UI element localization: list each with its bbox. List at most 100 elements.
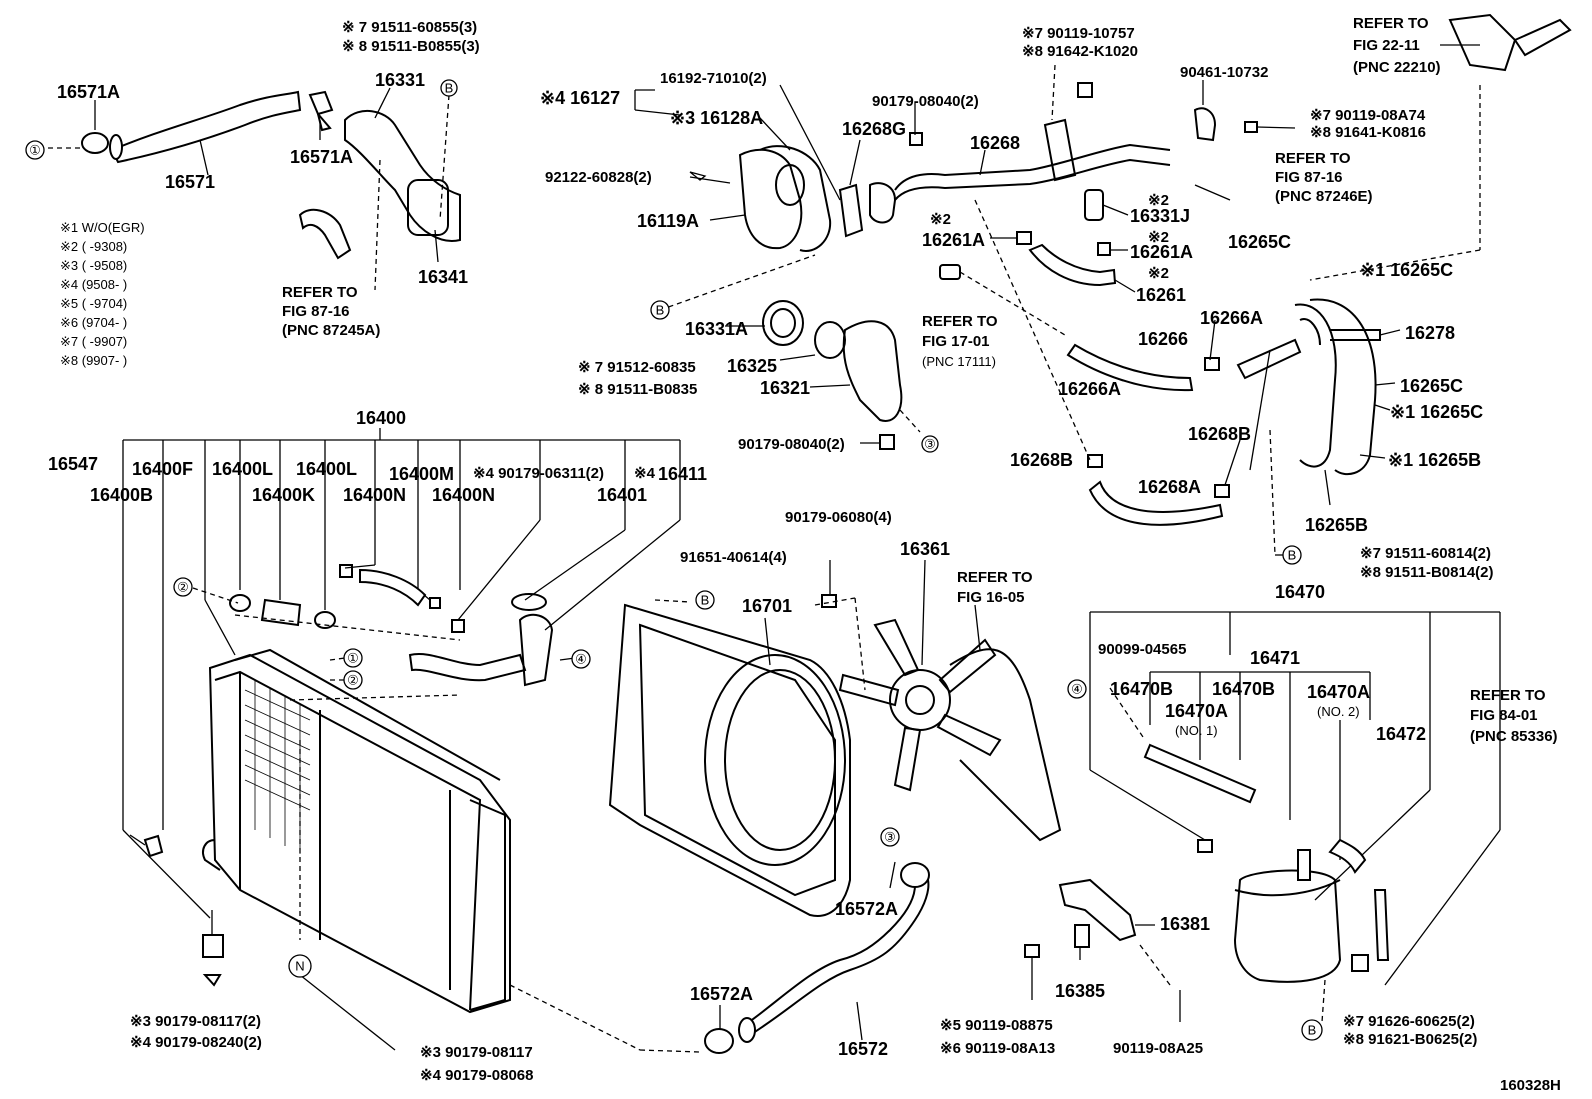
label-16331j: 16331J [1130,206,1190,226]
callout-b-right: B [1288,548,1297,563]
label-16400l-b: 16400L [296,459,357,479]
label-16331: 16331 [375,70,425,90]
label-16361: 16361 [900,539,950,559]
label-16400n-b: 16400N [432,485,495,505]
radiator-assembly-16400 [122,428,701,1053]
refer-22-11-3: (PNC 22210) [1353,59,1441,76]
label-91642-k1020: ※8 91642-K1020 [1022,43,1138,60]
label-16400b: 16400B [90,485,153,505]
label-90119-08a25: 90119-08A25 [1113,1040,1203,1057]
label-16571a-b: 16571A [290,147,353,167]
label-16470b-a: 16470B [1110,679,1173,699]
label-91626-60625: ※7 91626-60625(2) [1343,1013,1475,1030]
fan-shroud-16701 [608,560,866,917]
label-16261a-a: 16261A [922,230,985,250]
reservoir-tank-16470 [1089,611,1501,1023]
label-16192-71010: 16192-71010(2) [660,70,767,87]
label-16400: 16400 [356,408,406,428]
label-x2-c: ※2 [1148,265,1169,282]
label-16321: 16321 [760,378,810,398]
label-90179-08068: ※4 90179-08068 [420,1067,534,1084]
label-16701: 16701 [742,596,792,616]
label-16128a: ※3 16128A [670,108,763,128]
refer-17-01-2: FIG 17-01 [922,333,990,350]
egr-hose-group [939,13,1572,336]
label-16381: 16381 [1160,914,1210,934]
refer-22-11-1: REFER TO [1353,15,1429,32]
refer-87-16b-3: (PNC 87245A) [282,322,380,339]
hose-clamp-16572a [704,1028,734,1054]
callout-b-top: B [445,81,454,96]
label-92122-60828: 92122-60828(2) [545,169,652,186]
label-16268g: 16268G [842,119,906,139]
label-90179-08240: ※4 90179-08240(2) [130,1034,262,1051]
label-16571a: 16571A [57,82,120,102]
label-90179-08040-a: 90179-08040(2) [872,93,979,110]
refer-84-01-2: FIG 84-01 [1470,707,1538,724]
upper-radiator-hose [48,90,302,176]
label-91621-b0625: ※8 91621-B0625(2) [1343,1031,1477,1048]
refer-17-01-3: (PNC 17111) [922,354,996,369]
bracket-16381 [1024,878,1181,1022]
refer-87-16a-3: (PNC 87246E) [1275,188,1373,205]
label-16471: 16471 [1250,648,1300,668]
figure-id: 160328H [1500,1077,1561,1094]
callout-b-mid: B [656,303,665,318]
label-90119-10757: ※7 90119-10757 [1022,25,1135,42]
label-16470a-b: 16470A [1307,682,1370,702]
callout-3-lower: ③ [884,830,896,845]
label-90179-06080: 90179-06080(4) [785,509,892,526]
label-16268: 16268 [970,133,1020,153]
callout-4-reservoir: ④ [1071,682,1083,697]
water-outlet-16331 [298,87,461,291]
label-x2-a: ※2 [1148,192,1169,209]
note-2: ※2 ( -9308) [60,239,127,254]
label-16572: 16572 [838,1039,888,1059]
label-x2-b: ※2 [1148,229,1169,246]
callout-2-left: ② [177,580,189,595]
label-90461-10732: 90461-10732 [1180,64,1268,81]
label-16278: 16278 [1405,323,1455,343]
label-16261a-b: 16261A [1130,242,1193,262]
label-16268a: 16268A [1138,477,1201,497]
note-6: ※6 (9704- ) [60,315,127,330]
label-16400k: 16400K [252,485,315,505]
label-16400m: 16400M [389,464,454,484]
label-90119-08875: ※5 90119-08875 [940,1017,1053,1034]
label-90099-04565: 90099-04565 [1098,641,1186,658]
callout-2-radiator: ② [347,673,359,688]
label-91511-b0814: ※8 91511-B0814(2) [1360,564,1494,581]
refer-87-16b-2: FIG 87-16 [282,303,350,320]
water-bypass-pipe-16268 [894,64,1171,461]
label-16261: 16261 [1136,285,1186,305]
note-8: ※8 (9907- ) [60,353,127,368]
label-16470a-a: 16470A [1165,701,1228,721]
label-16400l-a: 16400L [212,459,273,479]
callout-b-shroud: B [701,593,710,608]
label-x2-d: ※2 [930,211,951,228]
label-90179-08040-b: 90179-08040(2) [738,436,845,453]
label-90179-08117-2: ※3 90179-08117(2) [130,1013,261,1030]
refer-87-16b-1: REFER TO [282,284,358,301]
label-16411: 16411 [658,464,707,484]
refer-16-05-1: REFER TO [957,569,1033,586]
label-16470b-b: 16470B [1212,679,1275,699]
note-3: ※3 ( -9508) [60,258,127,273]
label-91641-k0816: ※8 91641-K0816 [1310,124,1426,141]
callout-4-cap: ④ [575,652,587,667]
label-91511-b0855: ※ 8 91511-B0855(3) [342,38,480,55]
callout-3-top: ③ [924,437,936,452]
refer-22-11-2: FIG 22-11 [1353,37,1420,54]
callout-1-radiator: ① [347,651,359,666]
refer-16-05-2: FIG 16-05 [957,589,1025,606]
label-16265c-a: 16265C [1228,232,1291,252]
label-16265c-c: 16265C [1400,376,1463,396]
part-labels: 16571A 16571 16571A 16331 16341 ※ 7 9151… [48,15,1561,1094]
label-16572a-b: 16572A [690,984,753,1004]
label-16400n-a: 16400N [343,485,406,505]
label-90179-06311: ※4 90179-06311(2) [473,465,604,482]
label-16266a-b: 16266A [1200,308,1263,328]
label-16331a: 16331A [685,319,748,339]
